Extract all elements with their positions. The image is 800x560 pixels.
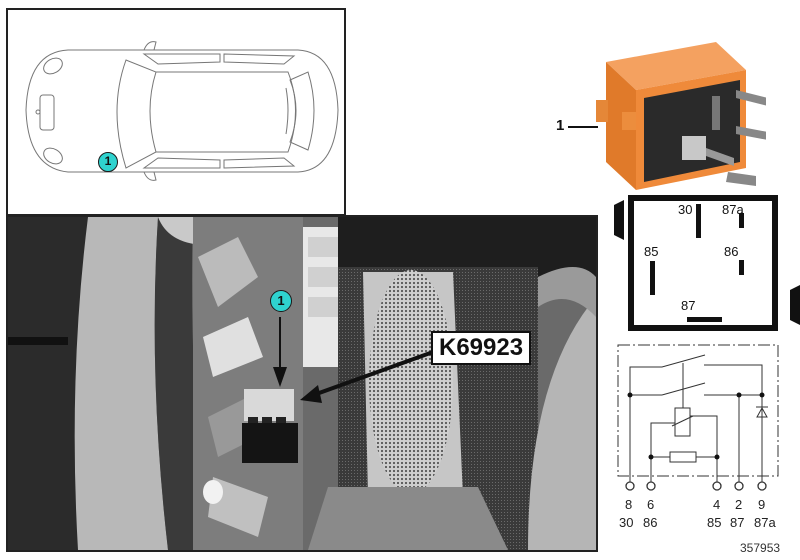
pin-85-label: 85: [644, 244, 659, 259]
diagram-id: 357953: [740, 541, 781, 555]
installation-photo-panel: 1 K69923: [6, 215, 598, 552]
car-locator-panel: 1: [6, 8, 346, 216]
terminal-name-87: 87: [730, 515, 745, 530]
relay-pinout-diagram: 30 87a 85 86 87: [614, 195, 800, 335]
pin-86-label: 86: [724, 244, 739, 259]
terminal-pin-8: 8: [625, 497, 633, 512]
part-number-label: K69923: [431, 331, 532, 365]
pin-87-label: 87: [681, 298, 696, 313]
terminal-pin-6: 6: [647, 497, 655, 512]
item-number-label: 1: [556, 117, 565, 134]
terminal-name-87a: 87a: [754, 515, 776, 530]
location-callout-1: 1: [98, 152, 118, 172]
terminal-name-30: 30: [619, 515, 634, 530]
relay-schematic: 8 6 4 2 9 30 86 85 87 87a: [605, 335, 800, 560]
pin-30-label: 30: [678, 202, 693, 217]
terminal-pin-9: 9: [758, 497, 766, 512]
terminal-name-86: 86: [643, 515, 658, 530]
car-top-view-outline: [25, 41, 339, 181]
pin-87a-label: 87a: [722, 202, 744, 217]
item-leader-line: [568, 126, 598, 128]
installation-photo: [8, 217, 596, 550]
photo-callout-1: 1: [270, 290, 292, 312]
relay-part-image: [596, 40, 768, 190]
terminal-name-85: 85: [707, 515, 722, 530]
terminal-pin-2: 2: [735, 497, 743, 512]
terminal-pin-4: 4: [713, 497, 721, 512]
